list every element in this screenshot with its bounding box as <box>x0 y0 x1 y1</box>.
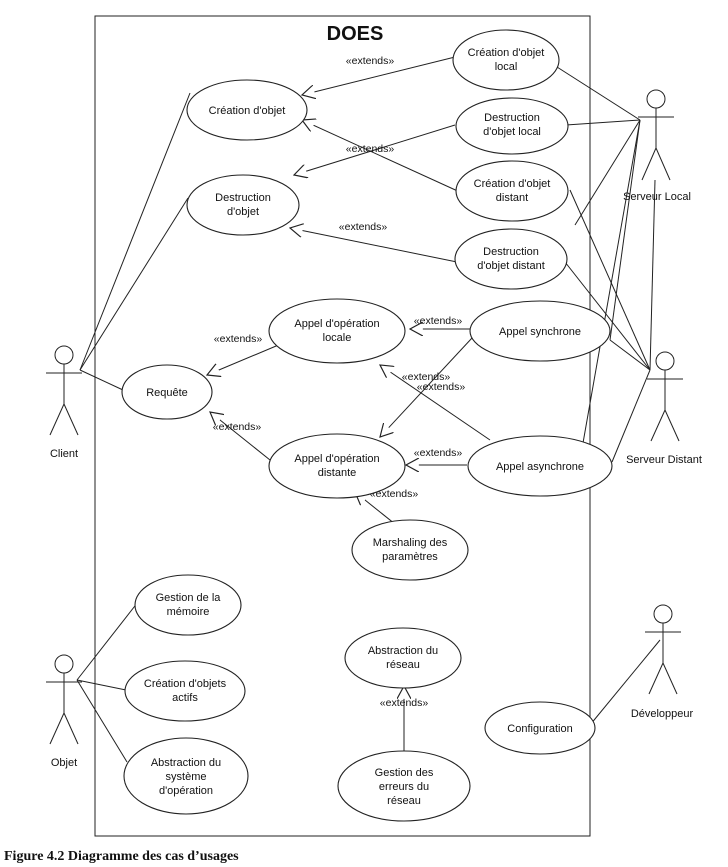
extends-labels: «extends» «extends» «extends» «extends» … <box>213 55 466 709</box>
extends-relations <box>207 56 491 755</box>
extends-label: «extends» <box>370 488 419 500</box>
extends-label: «extends» <box>346 143 395 155</box>
use-case-appel-synchrone[interactable]: Appel synchrone <box>469 300 611 362</box>
svg-text:Requête: Requête <box>146 387 188 399</box>
system-title: DOES <box>327 23 384 45</box>
actor-client[interactable] <box>46 345 82 436</box>
extends-label: «extends» <box>414 447 463 459</box>
actor-serveur-distant[interactable] <box>647 351 683 442</box>
system-boundary <box>94 15 591 837</box>
use-case-creation-objet[interactable]: Création d'objet <box>186 79 308 141</box>
use-case-appel-asynchrone[interactable]: Appel asynchrone <box>467 435 613 497</box>
extends-label: «extends» <box>214 333 263 345</box>
extends-label: «extends» <box>402 371 451 383</box>
actor-label-client: Client <box>50 448 78 460</box>
extends-line <box>294 124 456 175</box>
extends-line <box>290 228 458 263</box>
svg-text:Appel synchrone: Appel synchrone <box>499 326 581 338</box>
extends-line <box>380 365 491 441</box>
extends-line <box>302 56 456 95</box>
extends-line <box>380 337 473 437</box>
actor-serveur-local[interactable] <box>638 89 674 181</box>
extends-line <box>302 120 463 194</box>
actor-label-serveur-local: Serveur Local <box>623 191 691 203</box>
extends-label: «extends» <box>213 421 262 433</box>
use-case-requete[interactable]: Requête <box>121 364 213 420</box>
actor-label-serveur-distant: Serveur Distant <box>626 454 702 466</box>
use-case-configuration[interactable]: Configuration <box>484 701 596 755</box>
actor-objet[interactable] <box>46 654 82 745</box>
associations <box>76 66 661 763</box>
figure-caption: Figure 4.2 Diagramme des cas d’usages <box>4 849 239 864</box>
extends-line <box>207 340 289 375</box>
extends-label: «extends» <box>380 697 429 709</box>
svg-text:Configuration: Configuration <box>507 723 572 735</box>
actor-label-developpeur: Développeur <box>631 708 694 720</box>
svg-text:Création d'objet: Création d'objet <box>209 105 286 117</box>
extends-label: «extends» <box>417 381 466 393</box>
svg-text:Appel asynchrone: Appel asynchrone <box>496 461 584 473</box>
extends-label: «extends» <box>414 315 463 327</box>
actor-label-objet: Objet <box>51 757 77 769</box>
extends-line <box>210 412 271 461</box>
extends-label: «extends» <box>346 55 395 67</box>
extends-label: «extends» <box>339 221 388 233</box>
actor-developpeur[interactable] <box>645 604 681 695</box>
